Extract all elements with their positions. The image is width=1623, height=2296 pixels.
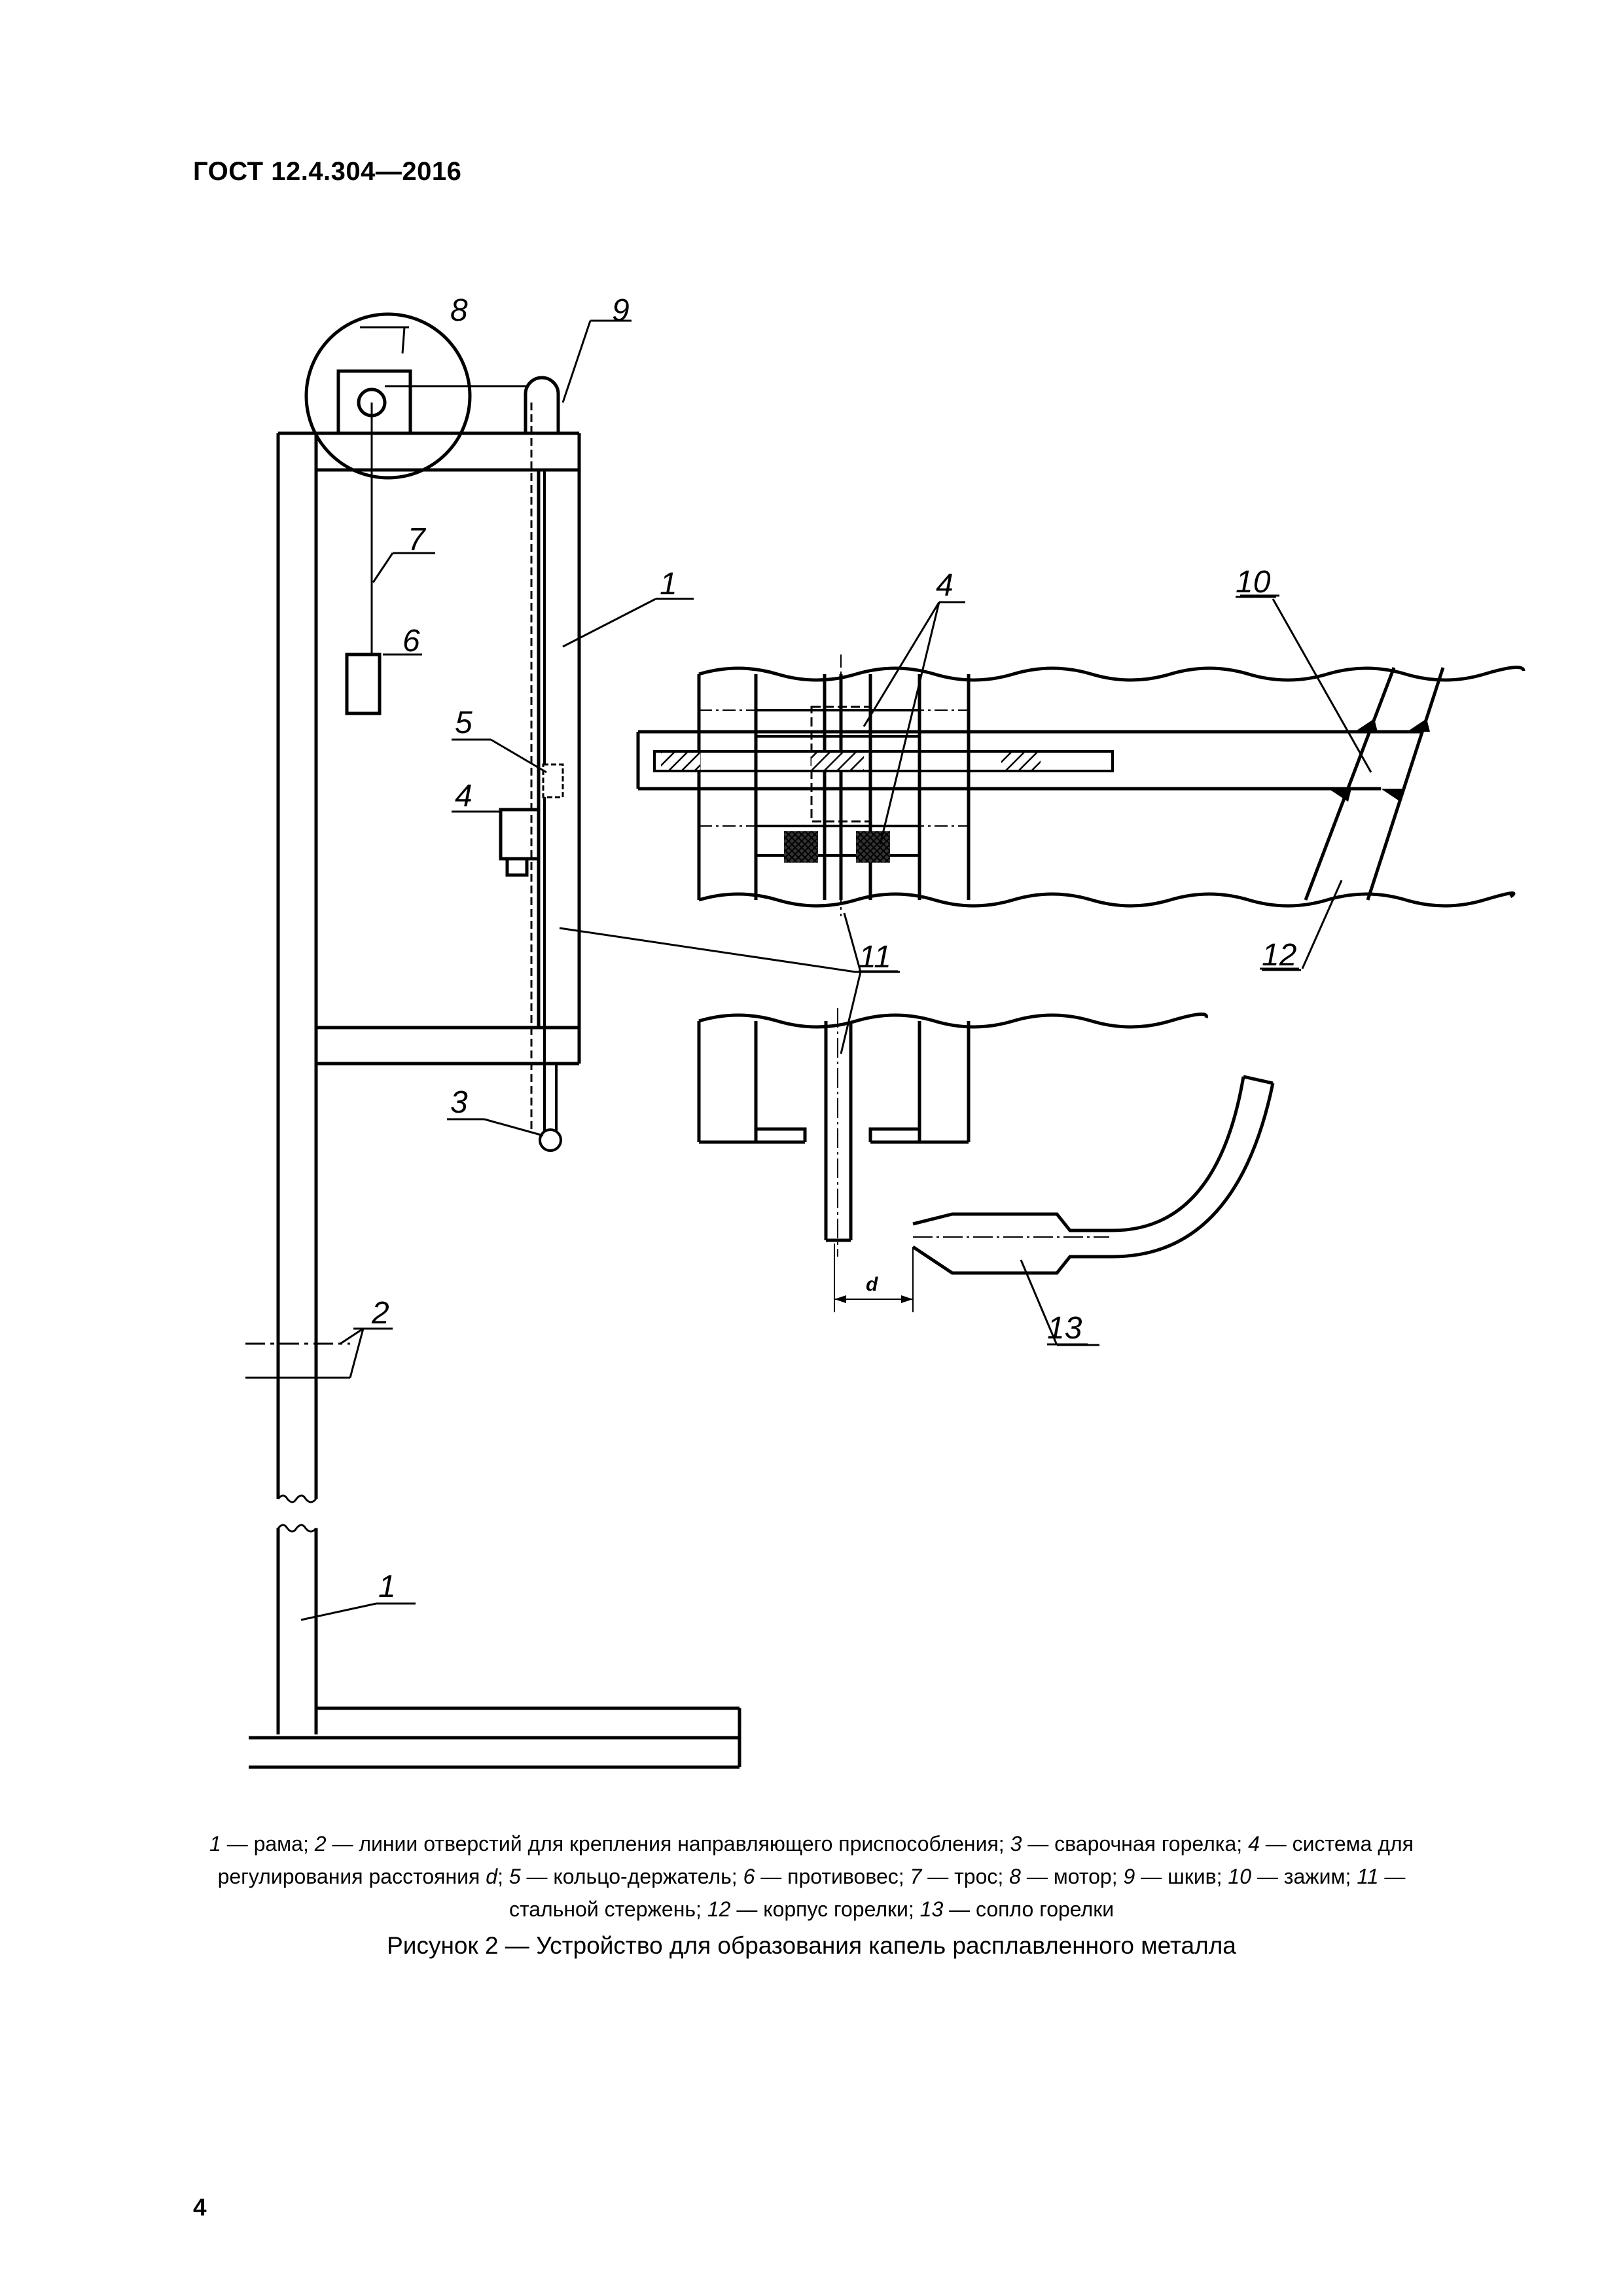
legend-item-num: 9 (1123, 1865, 1135, 1888)
counterweight (345, 653, 382, 715)
label-1-upper: 1 (660, 567, 677, 601)
legend-item-num: 12 (707, 1897, 731, 1921)
frame-left (249, 431, 741, 1769)
legend-item-num: 10 (1228, 1865, 1251, 1888)
dimension-arrows (834, 1295, 913, 1303)
dimension-d (834, 1008, 1109, 1312)
clamp-assembly (636, 666, 1525, 908)
hole-lines (245, 1342, 350, 1379)
leader-lines-left (300, 319, 900, 1621)
legend-item-text: — сопло горелки (943, 1897, 1115, 1921)
figure-legend: 1 — рама; 2 — линии отверстий для крепле… (196, 1827, 1427, 1926)
label-d: d (866, 1274, 878, 1295)
holder-ring (542, 763, 564, 798)
legend-item-num: 5 (508, 1865, 521, 1888)
legend-item-text: — стальной стержень; (508, 1865, 1406, 1921)
label-3: 3 (450, 1085, 468, 1120)
legend-item-text: — кольцо-держатель; (520, 1865, 743, 1888)
document-header: ГОСТ 12.4.304—2016 (193, 157, 462, 186)
legend-item-text: — система для регулирования расстояния (217, 1832, 1414, 1888)
legend-item-text: — мотор; (1020, 1865, 1124, 1888)
legend-item-num: 1 (209, 1832, 221, 1856)
legend-item-num: 6 (743, 1865, 755, 1888)
legend-item-num: d (486, 1865, 498, 1888)
legend-item-text: — противовес; (755, 1865, 910, 1888)
legend-item-text: — зажим; (1251, 1865, 1357, 1888)
label-underlines (859, 596, 1301, 1346)
legend-item-num: 8 (1009, 1865, 1021, 1888)
legend-item-num: 2 (314, 1832, 327, 1856)
welding-torch (539, 471, 562, 1152)
adjust-block-right (856, 831, 890, 863)
legend-item-text: — корпус горелки; (730, 1897, 920, 1921)
label-12: 12 (1262, 938, 1296, 973)
label-2: 2 (371, 1296, 389, 1331)
callout-labels: 8 9 7 1 4 10 6 5 4 11 12 3 d 13 2 1 (371, 293, 1296, 1604)
legend-item-text: — шкив; (1135, 1865, 1228, 1888)
label-10: 10 (1236, 565, 1271, 600)
label-7: 7 (408, 522, 427, 557)
clamp-centerlines (699, 655, 969, 916)
label-8: 8 (450, 293, 468, 328)
label-11: 11 (859, 940, 891, 975)
legend-item-text: ; (497, 1865, 509, 1888)
legend-item-num: 13 (919, 1897, 944, 1921)
label-1-lower: 1 (378, 1570, 396, 1604)
label-6: 6 (402, 624, 420, 658)
hatch-center (812, 753, 864, 770)
legend-item-num: 4 (1248, 1832, 1260, 1856)
label-5: 5 (455, 706, 473, 740)
page-number: 4 (193, 2194, 207, 2221)
legend-item-text: — сварочная горелка; (1022, 1832, 1249, 1856)
figure-caption: Рисунок 2 — Устройство для образования к… (387, 1932, 1236, 1959)
legend-item-text: — линии отверстий для крепления направля… (326, 1832, 1010, 1856)
legend-item-text: — трос; (921, 1865, 1010, 1888)
legend-item-num: 11 (1357, 1865, 1379, 1888)
clamp-marks (1329, 719, 1430, 802)
pulley (524, 376, 560, 1132)
legend-item-text: — рама; (221, 1832, 315, 1856)
legend-item-num: 3 (1010, 1832, 1022, 1856)
label-4-upper: 4 (936, 568, 954, 603)
lower-assembly (697, 1013, 1275, 1275)
adjust-block-left (784, 831, 818, 863)
label-9: 9 (612, 293, 630, 328)
hatch-left (661, 753, 700, 770)
distance-system (499, 808, 541, 877)
label-13: 13 (1047, 1311, 1082, 1346)
hatch-right (1001, 753, 1041, 770)
motor (304, 312, 527, 655)
label-4-left: 4 (455, 779, 473, 814)
legend-item-num: 7 (910, 1865, 922, 1888)
